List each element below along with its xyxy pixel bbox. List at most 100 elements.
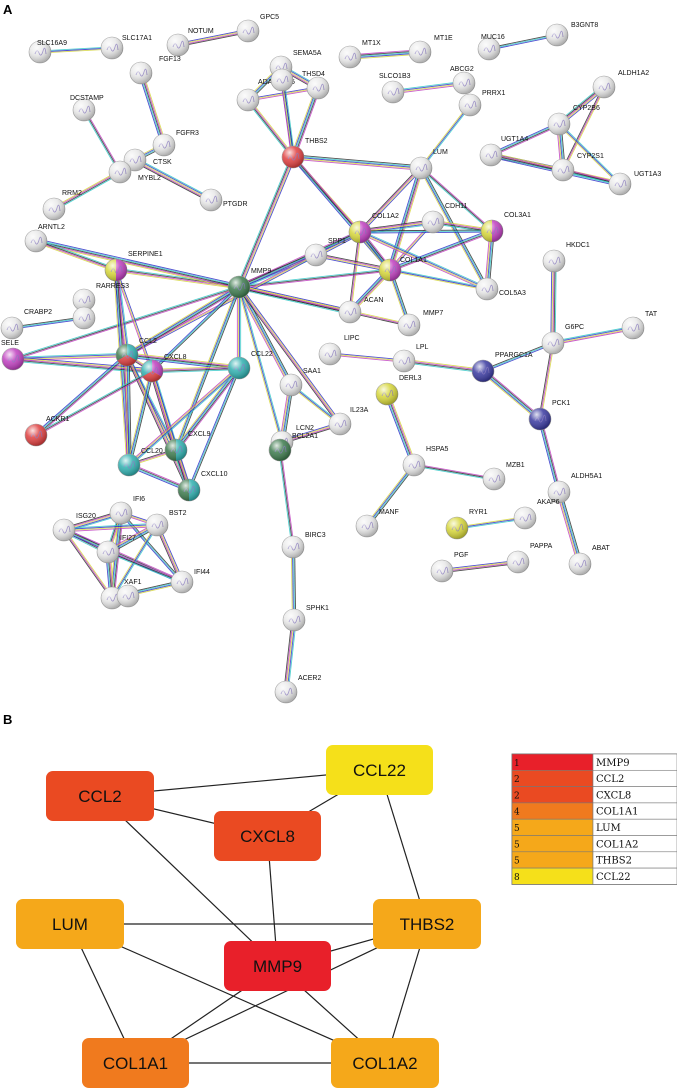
node-pgf[interactable]: PGF [430,552,468,583]
node-ptgdr[interactable]: PTGDR [199,188,248,212]
hub-node-ccl22[interactable]: CCL22 [326,745,433,795]
node-ackr1[interactable]: ACKR1 [24,416,69,447]
node-ccl22[interactable]: CCL22 [227,351,273,380]
hub-node-mmp9[interactable]: MMP9 [224,941,331,991]
edge-g6pc-pck1 [538,342,555,420]
hub-node-ccl2[interactable]: CCL2 [46,771,154,821]
node-b3gnt8[interactable]: B3GNT8 [545,22,598,47]
hub-node-col1a1[interactable]: COL1A1 [82,1038,189,1088]
node-label-abat: ABAT [592,545,610,552]
node-cxcl10[interactable]: CXCL10 [177,471,228,502]
node-sphk1[interactable]: SPHK1 [282,605,329,632]
node-label-xaf1: XAF1 [124,579,142,586]
node-label-bcl2a1: BCL2A1 [292,433,318,440]
node-cxcl8[interactable]: CXCL8 [140,354,187,383]
node-mt1x[interactable]: MT1X [338,40,381,69]
node-thbs2[interactable]: THBS2 [281,138,328,169]
node-slc16a9[interactable]: SLC16A9 [28,40,67,64]
node-hspa5[interactable]: HSPA5 [402,446,449,477]
node-mt1e[interactable]: MT1E [408,35,453,64]
node-g6pc[interactable]: G6PC [541,324,584,355]
node-col1a1[interactable]: COL1A1 [378,257,427,282]
node-thsd4b[interactable] [270,68,294,92]
node-bst2[interactable]: BST2 [145,510,187,537]
node-ccl20[interactable]: CCL20 [117,448,163,477]
node-ugt1a3[interactable]: UGT1A3 [608,171,661,196]
node-cdh11[interactable]: CDH11 [421,203,468,234]
node-slco1b3[interactable]: SLCO1B3 [379,73,411,104]
edge-mmp9-lcn2 [237,286,284,443]
hub-node-lum[interactable]: LUM [16,899,124,949]
node-slc17a1[interactable]: SLC17A1 [100,35,152,60]
node-lpl[interactable]: LPL [392,344,429,373]
node-isg20[interactable]: ISG20 [52,513,96,542]
node-ifi6[interactable]: IFI6 [109,496,145,525]
node-acer2[interactable]: ACER2 [274,675,321,704]
node-manf[interactable]: MANF [355,509,399,538]
node-lipc[interactable]: LIPC [318,335,360,366]
node-label-fgf13: FGF13 [159,56,181,63]
node-cxcl9[interactable]: CXCL9 [164,431,211,462]
node-label-birc3: BIRC3 [305,532,326,539]
node-thsd4[interactable]: THSD4 [302,71,330,100]
node-acan[interactable]: ACAN [338,297,383,324]
node-pck1[interactable]: PCK1 [528,400,570,431]
node-bcl2a1[interactable]: BCL2A1 [268,433,318,462]
node-ifi27[interactable]: IFI27 [96,535,136,564]
node-col5a3[interactable]: COL5A3 [475,277,526,301]
hub-node-col1a2[interactable]: COL1A2 [331,1038,439,1088]
node-pappa[interactable]: PAPPA [506,543,553,574]
node-sele[interactable]: SELE [1,340,25,371]
node-abcg2[interactable]: ABCG2 [450,66,476,95]
node-derl3[interactable]: DERL3 [375,375,422,406]
node-mzb1[interactable]: MZB1 [482,462,525,491]
node-aldh1a2[interactable]: ALDH1A2 [592,70,649,99]
node-aldh5a1[interactable]: ALDH5A1 [547,473,602,504]
node-crabp2b[interactable] [72,306,96,330]
node-ccl2[interactable]: CCL2 [115,338,157,367]
node-cyp2b6[interactable]: CYP2B6 [547,105,600,136]
node-arntl2[interactable]: ARNTL2 [24,224,65,253]
node-cyp2s1[interactable]: CYP2S1 [551,153,604,182]
node-akap6[interactable]: AKAP6 [513,499,560,530]
node-rrm2[interactable]: RRM2 [42,190,82,221]
node-mybl2[interactable]: MYBL2 [108,160,161,184]
node-ifi44[interactable]: IFI44 [170,569,210,594]
node-col3a1[interactable]: COL3A1 [480,212,531,243]
node-fgfr3[interactable]: FGFR3 [152,130,199,157]
node-lum[interactable]: LUM [409,149,448,180]
edge-thbs2-col1a1 [291,155,392,272]
node-ryr1[interactable]: RYR1 [445,509,488,540]
node-dcstamp[interactable]: DCSTAMP [70,95,104,122]
node-muc16[interactable]: MUC16 [477,34,505,61]
node-ifi44b[interactable] [116,584,140,608]
node-ugt1a4[interactable]: UGT1A4 [479,136,528,167]
node-serpine1[interactable]: SERPINE1 [104,251,163,282]
node-col1a2[interactable]: COL1A2 [348,213,399,244]
node-il23a[interactable]: IL23A [328,407,369,436]
node-spp1[interactable]: SPP1 [304,238,346,267]
edge-ccl2-ackr1 [34,353,129,437]
node-ppargc1a[interactable]: PPARGC1A [471,352,533,383]
edge-adamts15-thbs2 [246,98,295,159]
node-mmp7[interactable]: MMP7 [397,310,443,337]
node-prrx1[interactable]: PRRX1 [458,90,505,117]
hub-node-cxcl8[interactable]: CXCL8 [214,811,321,861]
node-hkdc1[interactable]: HKDC1 [542,242,590,273]
node-notum[interactable]: NOTUM [166,28,214,57]
node-mmp9[interactable]: MMP9 [227,268,271,299]
node-birc3[interactable]: BIRC3 [281,532,326,559]
node-label-ppargc1a: PPARGC1A [495,352,533,359]
node-tat[interactable]: TAT [621,311,658,340]
node-label-col5a3: COL5A3 [499,290,526,297]
node-ctsk[interactable]: CTSK [123,148,172,172]
edge-bcl2a1-birc3 [278,449,295,548]
node-saa1[interactable]: SAA1 [279,368,321,397]
node-rarres3[interactable]: RARRES3 [72,283,129,312]
node-crabp2[interactable]: CRABP2 [0,309,52,340]
node-fgf13[interactable]: FGF13 [129,56,181,85]
hub-node-thbs2[interactable]: THBS2 [373,899,481,949]
node-gpc5[interactable]: GPC5 [236,14,279,43]
node-abat[interactable]: ABAT [568,545,610,576]
